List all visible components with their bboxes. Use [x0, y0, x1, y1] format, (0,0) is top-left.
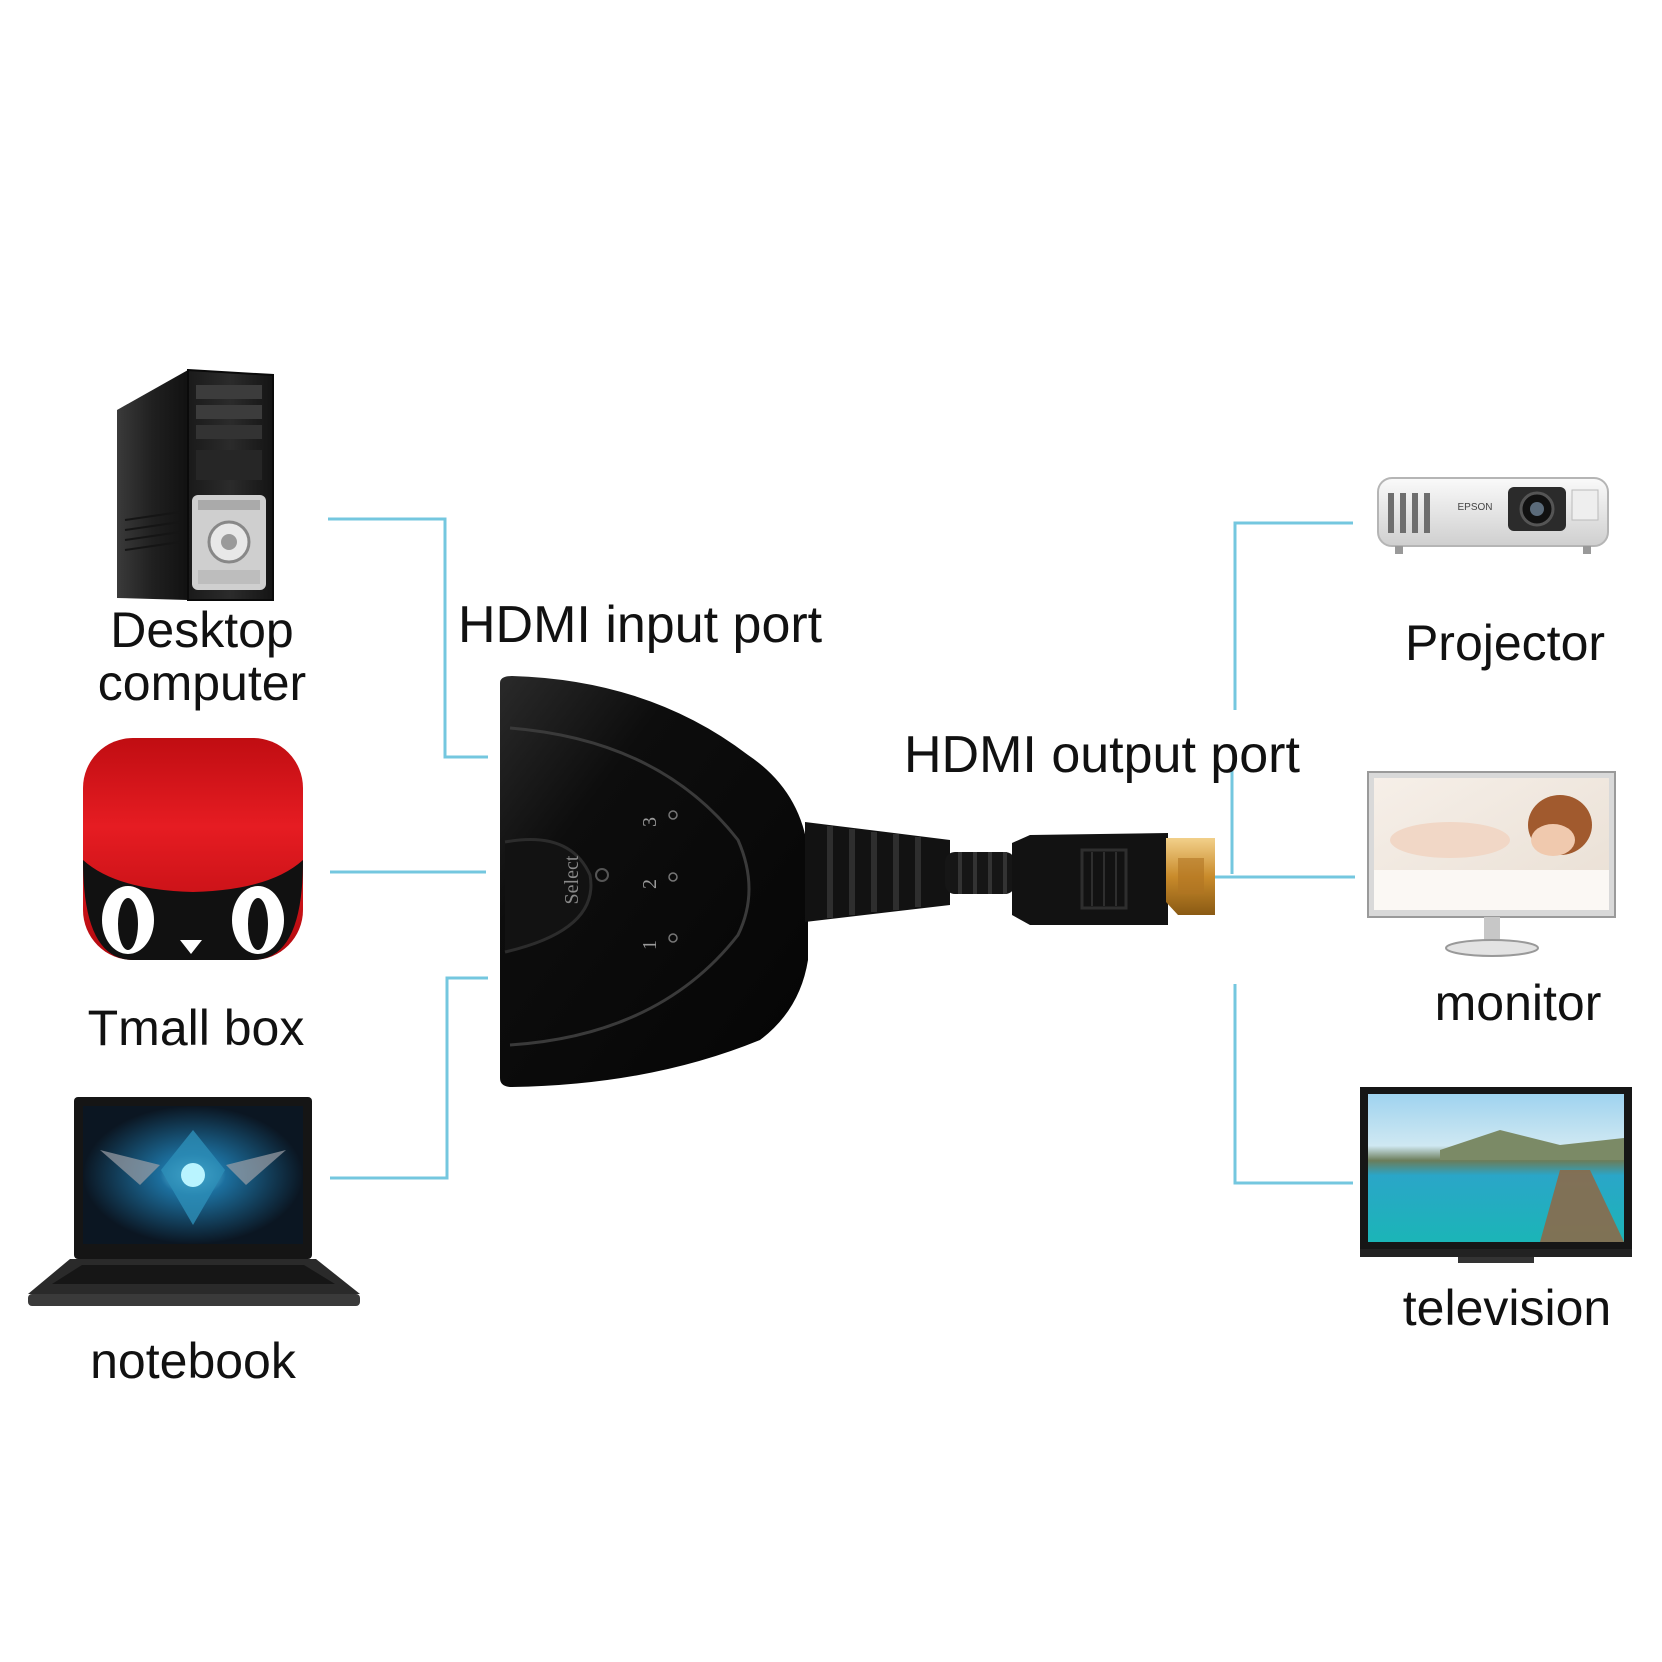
projector-label: Projector	[1405, 615, 1605, 671]
monitor-icon	[1367, 771, 1616, 957]
television-icon	[1360, 1087, 1632, 1263]
channel-3-led	[668, 810, 678, 820]
select-button-label: Select	[561, 855, 583, 904]
tmall-box-icon	[83, 738, 303, 960]
channel-indicators: 1 2 3	[639, 810, 678, 950]
desktop-computer-label-line1: Desktop	[110, 602, 293, 658]
projector-brand-label: EPSON	[1457, 502, 1492, 513]
channel-1-led	[668, 933, 678, 943]
wire-projector	[1233, 521, 1353, 710]
projector-icon: EPSON	[1377, 477, 1609, 554]
connector-lines	[328, 517, 1355, 1185]
desktop-computer-label-line2: computer	[98, 655, 306, 711]
hdmi-switch-device: Select 1 2 3	[500, 676, 1215, 1087]
notebook-icon	[28, 1097, 360, 1306]
channel-2-label: 2	[639, 879, 661, 889]
wire-desktop	[328, 517, 488, 759]
television-label: television	[1403, 1280, 1611, 1336]
channel-2-led	[668, 872, 678, 882]
channel-1-label: 1	[639, 940, 661, 950]
output-port-label: HDMI output port	[904, 726, 1300, 784]
desktop-computer-icon	[117, 368, 274, 601]
channel-3-label: 3	[639, 817, 661, 827]
input-port-label: HDMI input port	[458, 596, 823, 654]
notebook-label: notebook	[90, 1333, 297, 1389]
tmall-box-label: Tmall box	[88, 1000, 305, 1056]
monitor-label: monitor	[1435, 975, 1602, 1031]
wire-notebook	[330, 976, 488, 1180]
wire-television	[1233, 984, 1353, 1185]
